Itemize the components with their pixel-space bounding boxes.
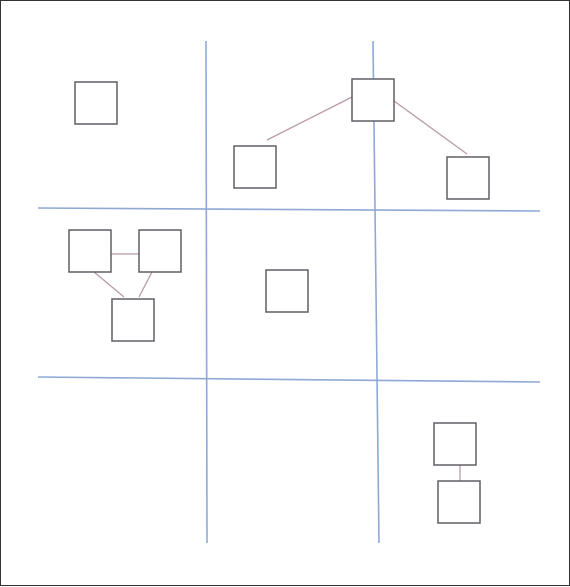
node-n8	[265, 269, 309, 313]
node-n7	[111, 298, 155, 342]
node-box	[111, 298, 155, 342]
edge-n6-n7	[138, 271, 153, 298]
grid-line-horizontal-2	[37, 376, 541, 383]
node-box	[265, 269, 309, 313]
nodes	[68, 78, 490, 524]
node-n2	[233, 145, 277, 189]
node-n9	[433, 422, 477, 466]
edges	[93, 96, 468, 481]
node-n1	[74, 81, 118, 125]
node-box	[233, 145, 277, 189]
grid-line-vertical-2	[372, 40, 380, 544]
node-n4	[446, 156, 490, 200]
node-n6	[138, 229, 182, 273]
node-n3	[351, 78, 395, 122]
edge-n5-n7	[93, 271, 125, 298]
node-n5	[68, 229, 112, 273]
grid-line-vertical-1	[205, 40, 208, 544]
node-n10	[437, 480, 481, 524]
node-box	[68, 229, 112, 273]
node-box	[138, 229, 182, 273]
node-box	[446, 156, 490, 200]
edge-n3-n4	[393, 100, 468, 155]
node-box	[74, 81, 118, 125]
node-box	[351, 78, 395, 122]
node-box	[437, 480, 481, 524]
grid-line-horizontal-1	[37, 207, 541, 212]
edge-n3-n2	[266, 96, 353, 141]
grid-lines	[37, 40, 541, 544]
node-box	[433, 422, 477, 466]
